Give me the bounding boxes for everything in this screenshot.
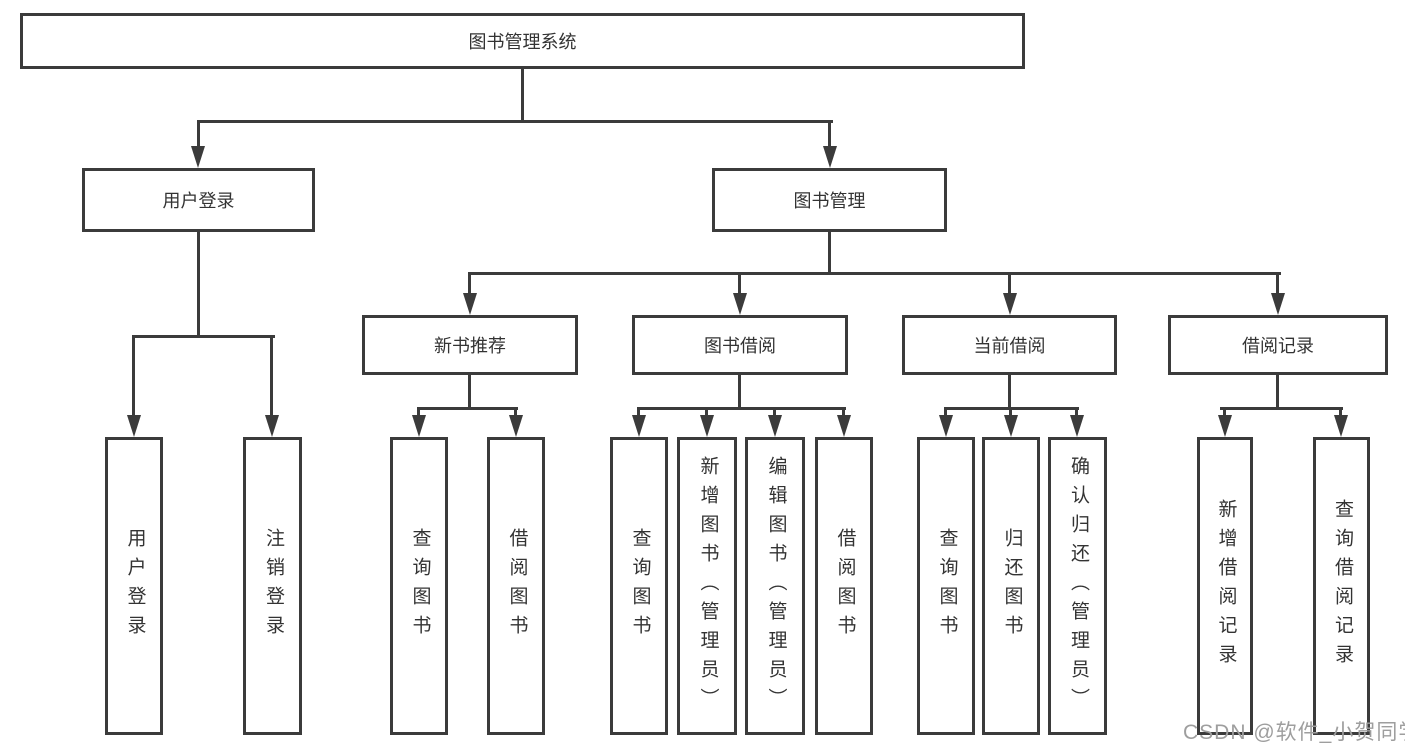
arrowhead-down-icon bbox=[733, 293, 747, 315]
leaf-cb-confirm-return-admin-label: 确认归还（管理员） bbox=[1067, 455, 1089, 717]
connector-leaf-drop bbox=[637, 407, 640, 417]
leaf-rec-query-books: 查询图书 bbox=[390, 437, 448, 735]
leaf-logout-login-label: 注销登录 bbox=[262, 528, 284, 644]
connector-leaf-drop bbox=[514, 407, 517, 417]
node-new-book-recommend-label: 新书推荐 bbox=[434, 336, 506, 356]
connector-currentborrow-drop bbox=[1008, 272, 1011, 295]
connector-userlogin-stem bbox=[197, 232, 200, 338]
node-user-login: 用户登录 bbox=[82, 168, 315, 232]
connector-currentborrow-stem bbox=[1008, 375, 1011, 410]
arrowhead-down-icon bbox=[823, 146, 837, 168]
connector-bookborrow-stem bbox=[738, 375, 741, 410]
leaf-cb-return-books: 归还图书 bbox=[982, 437, 1040, 735]
leaf-bb-borrow-books-label: 借阅图书 bbox=[834, 528, 856, 644]
arrowhead-down-icon bbox=[700, 415, 714, 437]
leaf-bb-edit-books-admin-label: 编辑图书（管理员） bbox=[765, 455, 787, 717]
leaf-bb-add-books-admin: 新增图书（管理员） bbox=[677, 437, 737, 735]
arrowhead-down-icon bbox=[1070, 415, 1084, 437]
leaf-br-query-record-label: 查询借阅记录 bbox=[1331, 499, 1353, 673]
connector-leaf-drop bbox=[270, 335, 273, 417]
arrowhead-down-icon bbox=[1003, 293, 1017, 315]
connector-borrowrecords-stem bbox=[1276, 375, 1279, 410]
node-book-borrowing: 图书借阅 bbox=[632, 315, 848, 375]
node-book-management: 图书管理 bbox=[712, 168, 947, 232]
leaf-logout-login: 注销登录 bbox=[243, 437, 302, 735]
connector-leaf-drop bbox=[944, 407, 947, 417]
connector-leaf-drop bbox=[842, 407, 845, 417]
connector-leaf-drop bbox=[417, 407, 420, 417]
arrowhead-down-icon bbox=[509, 415, 523, 437]
arrowhead-down-icon bbox=[632, 415, 646, 437]
connector-newbookrec-drop bbox=[468, 272, 471, 295]
node-user-login-label: 用户登录 bbox=[162, 191, 235, 211]
leaf-bb-edit-books-admin: 编辑图书（管理员） bbox=[745, 437, 805, 735]
connector-leaf-drop bbox=[773, 407, 776, 417]
connector-newbookrec-stem bbox=[468, 375, 471, 410]
arrowhead-down-icon bbox=[1218, 415, 1232, 437]
node-current-borrowing: 当前借阅 bbox=[902, 315, 1117, 375]
arrowhead-down-icon bbox=[463, 293, 477, 315]
node-new-book-recommend: 新书推荐 bbox=[362, 315, 578, 375]
leaf-br-add-record-label: 新增借阅记录 bbox=[1215, 499, 1237, 673]
connector-leaf-drop bbox=[1339, 407, 1342, 417]
connector-leaf-drop bbox=[705, 407, 708, 417]
leaf-br-query-record: 查询借阅记录 bbox=[1313, 437, 1370, 735]
connector-leaf-drop bbox=[1009, 407, 1012, 417]
leaf-bb-query-books-label: 查询图书 bbox=[629, 528, 651, 644]
connector-newbookrec-leafrail bbox=[417, 407, 518, 410]
connector-bookborrow-leafrail bbox=[637, 407, 846, 410]
leaf-bb-borrow-books: 借阅图书 bbox=[815, 437, 873, 735]
arrowhead-down-icon bbox=[1271, 293, 1285, 315]
node-borrow-records: 借阅记录 bbox=[1168, 315, 1388, 375]
connector-bookmgmt-stem bbox=[828, 232, 831, 275]
leaf-user-login: 用户登录 bbox=[105, 437, 163, 735]
node-book-borrowing-label: 图书借阅 bbox=[704, 336, 776, 356]
arrowhead-down-icon bbox=[412, 415, 426, 437]
leaf-br-add-record: 新增借阅记录 bbox=[1197, 437, 1253, 735]
arrowhead-down-icon bbox=[265, 415, 279, 437]
node-borrow-records-label: 借阅记录 bbox=[1242, 336, 1314, 356]
csdn-watermark: CSDN @软件_小贺同学 bbox=[1183, 721, 1405, 744]
connector-borrowrecords-leafrail bbox=[1220, 407, 1343, 410]
leaf-rec-borrow-books: 借阅图书 bbox=[487, 437, 545, 735]
leaf-bb-add-books-admin-label: 新增图书（管理员） bbox=[697, 455, 719, 717]
arrowhead-down-icon bbox=[768, 415, 782, 437]
connector-level2-rail bbox=[197, 120, 833, 123]
arrowhead-down-icon bbox=[1004, 415, 1018, 437]
leaf-cb-query-books-label: 查询图书 bbox=[936, 528, 958, 644]
leaf-cb-query-books: 查询图书 bbox=[917, 437, 975, 735]
arrowhead-down-icon bbox=[939, 415, 953, 437]
connector-leaf-drop bbox=[1223, 407, 1226, 417]
arrowhead-down-icon bbox=[127, 415, 141, 437]
connector-bookborrow-drop bbox=[738, 272, 741, 295]
leaf-bb-query-books: 查询图书 bbox=[610, 437, 668, 735]
connector-userlogin-rail bbox=[133, 335, 275, 338]
connector-leaf-drop bbox=[132, 335, 135, 417]
node-current-borrowing-label: 当前借阅 bbox=[973, 336, 1046, 356]
arrowhead-down-icon bbox=[1334, 415, 1348, 437]
connector-leaf-drop bbox=[1075, 407, 1078, 417]
leaf-rec-query-books-label: 查询图书 bbox=[409, 528, 431, 644]
connector-level3-rail bbox=[468, 272, 1281, 275]
connector-bookmgmt-drop bbox=[828, 120, 831, 148]
node-book-management-label: 图书管理 bbox=[793, 191, 866, 211]
leaf-cb-confirm-return-admin: 确认归还（管理员） bbox=[1048, 437, 1107, 735]
leaf-user-login-label: 用户登录 bbox=[124, 528, 146, 644]
node-root-label: 图书管理系统 bbox=[468, 32, 577, 52]
connector-borrowrecords-drop bbox=[1276, 272, 1279, 295]
leaf-cb-return-books-label: 归还图书 bbox=[1001, 528, 1023, 644]
leaf-rec-borrow-books-label: 借阅图书 bbox=[506, 528, 528, 644]
connector-userlogin-drop bbox=[197, 120, 200, 148]
arrowhead-down-icon bbox=[837, 415, 851, 437]
arrowhead-down-icon bbox=[191, 146, 205, 168]
connector-root-stem bbox=[521, 69, 524, 123]
node-root-system: 图书管理系统 bbox=[20, 13, 1025, 69]
